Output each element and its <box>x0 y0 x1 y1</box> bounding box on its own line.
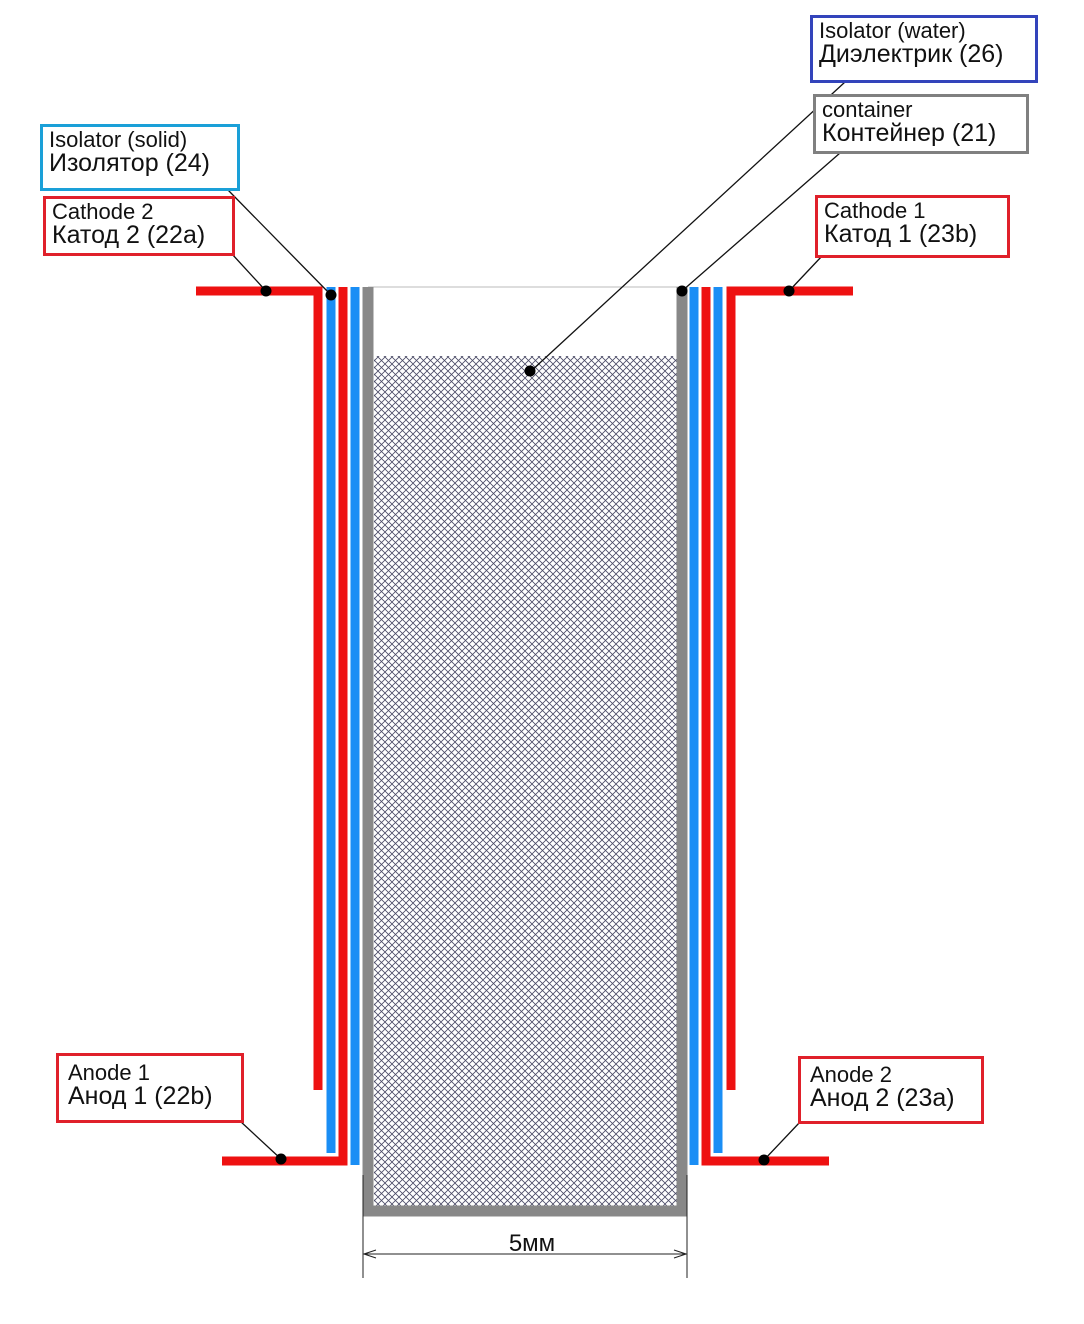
label-anode-1-en: Anode 1 <box>68 1060 150 1085</box>
label-anode-2-en: Anode 2 <box>810 1062 892 1087</box>
point-cathode-2 <box>260 285 272 297</box>
label-isolator-water-en: Isolator (water) <box>819 18 966 43</box>
leader-cathode-2 <box>231 253 267 292</box>
anode-2-electrode <box>701 287 829 1166</box>
cathode-1-electrode <box>726 286 853 1090</box>
label-isolator-solid-en: Isolator (solid) <box>49 127 188 152</box>
label-isolator-water-ru: Диэлектрик (26) <box>819 40 1004 69</box>
point-isolator-solid <box>325 289 337 301</box>
label-anode-1: Anode 1 Анод 1 (22b) <box>56 1053 244 1123</box>
leader-isolator-water <box>529 81 846 373</box>
dimension-width-label: 5мм <box>509 1230 555 1257</box>
anode-1-electrode <box>222 287 348 1166</box>
point-isolator-water <box>524 365 536 377</box>
leader-anode-2 <box>763 1121 801 1161</box>
point-anode-1 <box>275 1153 287 1165</box>
dielectric-water-fill <box>374 356 677 1206</box>
label-isolator-solid: Isolator (solid) Изолятор (24) <box>40 124 240 191</box>
label-container: container Контейнер (21) <box>813 94 1029 154</box>
point-cathode-1 <box>783 285 795 297</box>
label-anode-2-ru: Анод 2 (23a) <box>810 1084 955 1113</box>
label-container-en: container <box>822 97 913 122</box>
leader-container <box>681 152 841 292</box>
cathode-2-electrode <box>196 286 323 1090</box>
container-wall <box>362 287 688 1217</box>
label-cathode-2-ru: Катод 2 (22a) <box>52 221 206 250</box>
label-isolator-solid-ru: Изолятор (24) <box>49 149 211 178</box>
leader-isolator-solid <box>227 189 332 296</box>
point-container <box>676 285 688 297</box>
label-container-ru: Контейнер (21) <box>822 119 997 148</box>
leader-anode-1 <box>239 1120 282 1160</box>
label-anode-2: Anode 2 Анод 2 (23a) <box>798 1056 984 1124</box>
label-cathode-1-en: Cathode 1 <box>824 198 926 223</box>
label-cathode-2: Cathode 2 Катод 2 (22a) <box>43 196 235 256</box>
label-cathode-2-en: Cathode 2 <box>52 199 154 224</box>
label-anode-1-ru: Анод 1 (22b) <box>68 1082 213 1111</box>
leader-cathode-1 <box>788 255 823 292</box>
label-cathode-1-ru: Катод 1 (23b) <box>824 220 978 249</box>
label-isolator-water: Isolator (water) Диэлектрик (26) <box>810 15 1038 83</box>
point-anode-2 <box>758 1154 770 1166</box>
label-cathode-1: Cathode 1 Катод 1 (23b) <box>815 195 1010 258</box>
